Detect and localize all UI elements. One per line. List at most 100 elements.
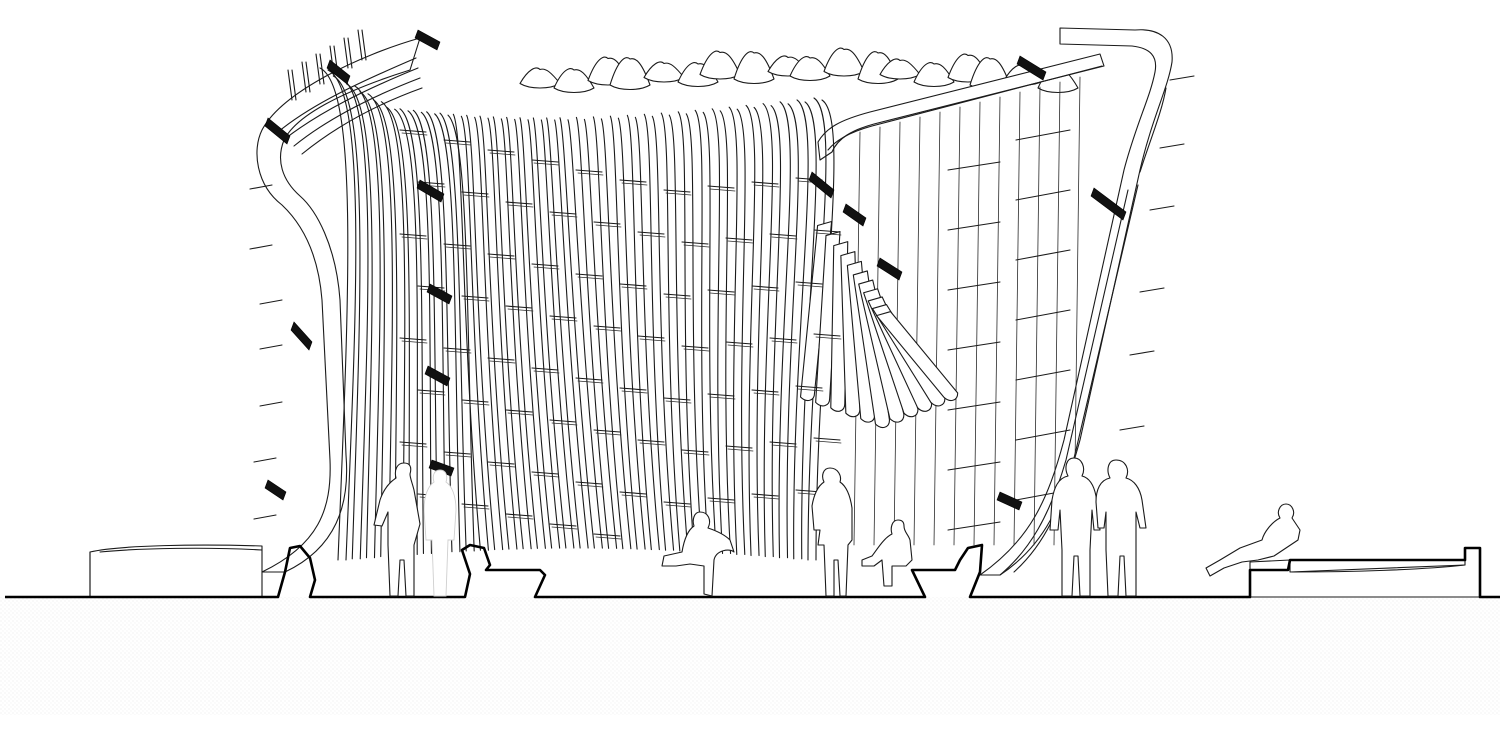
fin (546, 117, 581, 549)
bay-shelf (1015, 309, 1071, 321)
shelf-peg-edge (709, 396, 736, 400)
person-reclining-man (1205, 503, 1301, 577)
shelf-peg-edge (489, 464, 516, 468)
shelf-peg-edge (463, 194, 490, 198)
shelf-peg (663, 189, 691, 193)
shelf-peg-edge (665, 400, 692, 404)
shelf-peg (751, 389, 779, 393)
bay-shelf (1015, 129, 1071, 141)
shelf-peg (637, 231, 665, 235)
frame-peg-right (1169, 75, 1195, 81)
shelf-peg-edge (727, 344, 754, 348)
shelf-peg-edge (401, 444, 428, 448)
fin (426, 111, 453, 553)
frame-peg-left (249, 184, 273, 190)
shelf-peg (549, 419, 577, 423)
shelf-peg-edge (815, 336, 842, 340)
bracket-plate (416, 179, 445, 203)
fin (372, 99, 398, 557)
fin (532, 117, 567, 549)
roof-peak (643, 61, 685, 83)
top-spike (301, 61, 307, 93)
fin (609, 115, 638, 550)
shelf-peg (681, 449, 709, 453)
shelf-peg-edge (401, 340, 428, 344)
shelf-peg (751, 285, 779, 289)
top-spike-edge (361, 29, 367, 61)
top-spike-edge (305, 61, 311, 93)
shelf-peg-edge (577, 484, 604, 488)
fin-edge (801, 101, 817, 560)
fin (399, 108, 425, 555)
right-bay-fins (853, 76, 1081, 546)
bracket-plate (808, 171, 835, 199)
shelf-peg-edge (551, 422, 578, 426)
fin (626, 114, 652, 551)
frame-peg-right (1119, 425, 1145, 431)
shelf-peg (751, 493, 779, 497)
person-standing-center (811, 467, 853, 597)
shelf-peg (575, 169, 603, 173)
shelf-peg-edge (665, 296, 692, 300)
people-silhouettes (373, 457, 1301, 597)
frame-peg-right (1139, 287, 1165, 293)
fin-edge (554, 119, 589, 549)
frame-peg-right (1149, 205, 1175, 211)
bay-fin (973, 101, 981, 546)
shelf-peg-edge (595, 224, 622, 228)
shelf-peg-edge (709, 188, 736, 192)
fin-edge (474, 116, 504, 551)
fin (762, 103, 774, 558)
shelf-peg-edge (621, 390, 648, 394)
shelf-peg (593, 533, 621, 537)
fin-edge (770, 105, 782, 558)
frame-peg-right (1159, 143, 1185, 149)
shelf-peg (663, 293, 691, 297)
person-seated-man (661, 511, 735, 597)
shelf-peg-edge (577, 172, 604, 176)
shelf-peg (399, 129, 427, 133)
person-seated-woman (861, 519, 913, 587)
right-bay-frame (817, 53, 1105, 161)
shelf-peg-edge (507, 412, 534, 416)
shelf-peg-edge (683, 452, 710, 456)
shelf-peg (399, 337, 427, 341)
bracket-plate (426, 283, 453, 305)
shelf-peg (681, 241, 709, 245)
bracket-plate (1090, 187, 1127, 221)
fin-edge (514, 118, 546, 549)
roof-peak (913, 62, 955, 88)
fin (559, 117, 595, 549)
shelf-peg (461, 399, 489, 403)
shelf-peg (795, 385, 823, 389)
shelf-peg (531, 263, 559, 267)
shelf-peg (399, 233, 427, 237)
fin-edge (540, 119, 575, 549)
left-planter-wall (89, 544, 263, 598)
fin (592, 116, 624, 550)
shelf-peg (461, 503, 489, 507)
shelf-peg (505, 513, 533, 517)
bracket-plate (996, 491, 1023, 511)
shelf-peg (549, 211, 577, 215)
fin-edge (634, 116, 660, 551)
bay-fin (913, 116, 921, 546)
shelf-peg-edge (797, 388, 824, 392)
shelf-peg-edge (507, 204, 534, 208)
fin-edge (460, 115, 489, 551)
shelf-peg (619, 283, 647, 287)
top-spike-edge (347, 37, 353, 69)
shelf-peg-edge (665, 504, 692, 508)
shelf-peg-edge (771, 236, 798, 240)
bracket-plate (264, 479, 287, 501)
shelf-peg (487, 357, 515, 361)
top-spike (287, 69, 293, 101)
bay-shelf (947, 221, 1001, 231)
shelf-peg-edge (577, 380, 604, 384)
shelf-peg-edge (507, 516, 534, 520)
fin (694, 109, 709, 554)
shelf-peg (531, 367, 559, 371)
shelf-peg (417, 389, 445, 393)
shelf-peg (813, 333, 841, 337)
shelf-peg (707, 497, 735, 501)
